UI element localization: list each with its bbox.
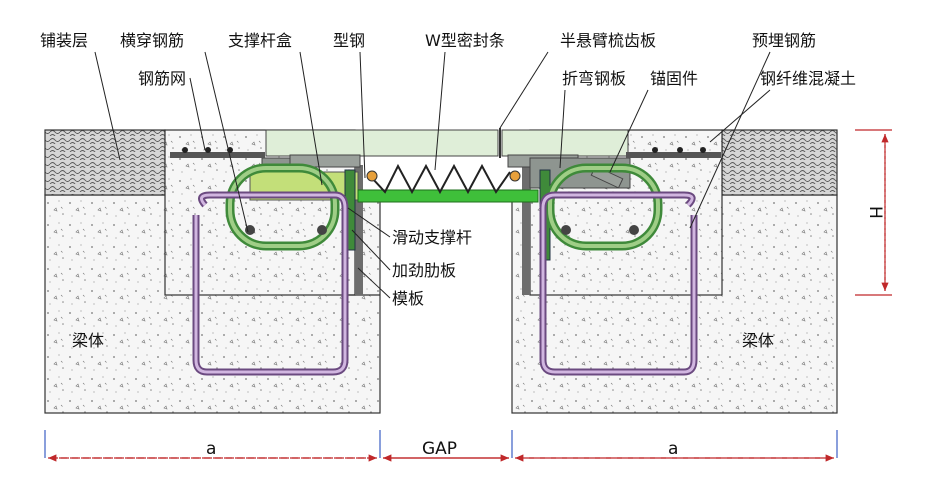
label-cantilever-plate: 半悬臂梳齿板 bbox=[560, 31, 656, 50]
label-anchor: 锚固件 bbox=[650, 69, 698, 88]
label-formwork: 模板 bbox=[392, 289, 424, 308]
label-transverse-rebar: 横穿钢筋 bbox=[120, 31, 184, 50]
dimension-lines bbox=[44, 129, 892, 462]
rebar-mesh-right bbox=[626, 152, 721, 158]
dim-gap: GAP bbox=[422, 439, 457, 459]
label-beam-right: 梁体 bbox=[742, 331, 774, 350]
formwork-left bbox=[355, 165, 363, 295]
label-section-steel: 型钢 bbox=[333, 31, 365, 50]
label-rebar-mesh: 钢筋网 bbox=[138, 69, 186, 88]
dim-right-width: a bbox=[668, 439, 678, 459]
formwork-right bbox=[522, 165, 530, 295]
sliding-strut bbox=[357, 189, 539, 203]
transverse-rebar-bolts bbox=[245, 225, 639, 235]
label-embedded-rebar: 预埋钢筋 bbox=[752, 31, 816, 50]
label-fiber-concrete: 钢纤维混凝土 bbox=[760, 69, 856, 88]
embedded-rebar-right-core bbox=[541, 193, 696, 374]
w-seal-anchor-right bbox=[509, 170, 521, 182]
rebar-mesh-dots bbox=[182, 147, 706, 153]
w-seal bbox=[371, 163, 511, 195]
dim-left-width: a bbox=[206, 439, 216, 459]
label-strut-box: 支撑杆盒 bbox=[228, 31, 292, 50]
embedded-rebar-left-core bbox=[194, 193, 347, 374]
label-w-seal: W型密封条 bbox=[425, 31, 505, 50]
left-paving-layer bbox=[44, 129, 166, 196]
label-stiffener: 加劲肋板 bbox=[392, 261, 456, 280]
right-paving-layer bbox=[721, 129, 838, 196]
cantilever-plate-left bbox=[265, 129, 499, 157]
dim-height: H bbox=[865, 206, 885, 219]
label-bent-plate: 折弯钢板 bbox=[562, 69, 626, 88]
label-paving-layer: 铺装层 bbox=[40, 31, 88, 50]
label-sliding-strut: 滑动支撑杆 bbox=[392, 228, 472, 247]
cantilever-plate-right bbox=[501, 129, 629, 157]
transverse-rebar-right-core bbox=[548, 166, 660, 248]
transverse-rebar-left-core bbox=[228, 166, 337, 248]
w-seal-anchor-left bbox=[366, 170, 378, 182]
leader-lines bbox=[94, 51, 771, 299]
label-beam-left: 梁体 bbox=[72, 331, 104, 350]
rebar-mesh-left bbox=[170, 152, 265, 158]
